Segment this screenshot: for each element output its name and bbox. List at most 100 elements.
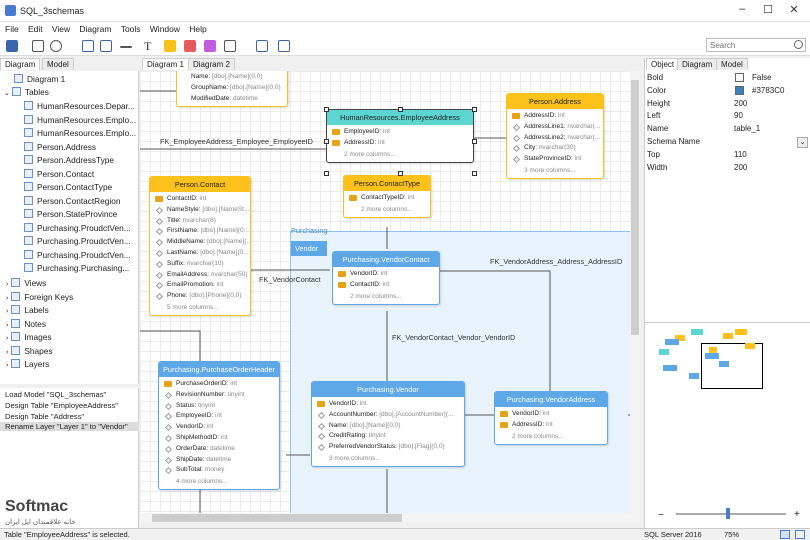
tree-table-item[interactable]: Purchasing.ProudctVen...: [24, 222, 131, 235]
color-swatch[interactable]: [735, 86, 744, 95]
more-columns[interactable]: 2 more columns...: [350, 292, 402, 300]
tree-table-item[interactable]: HumanResources.Emplo...: [24, 114, 136, 127]
search-input[interactable]: [706, 38, 806, 52]
column-row[interactable]: City: nvarchar(30): [507, 143, 603, 154]
pointer-icon[interactable]: [32, 40, 44, 52]
layout-icon[interactable]: [780, 530, 790, 539]
tree-table-item[interactable]: Person.AddressType: [24, 154, 114, 167]
tree-group-views[interactable]: ›Views: [6, 278, 47, 288]
column-row[interactable]: ShipMethodID: int: [159, 433, 279, 444]
property-row[interactable]: Schema Name: [647, 137, 700, 146]
more-columns[interactable]: 2 more columns...: [344, 150, 396, 158]
entity-title[interactable]: Person.Address: [507, 94, 603, 109]
column-row[interactable]: EmployeeID: int: [327, 127, 473, 138]
image-icon[interactable]: [184, 40, 196, 52]
column-row[interactable]: AddressLine1: nvarchar(...: [507, 122, 603, 133]
entity-title[interactable]: Purchasing.PurchaseOrderHeader: [159, 362, 279, 377]
fk-label[interactable]: FK_VendorContact_Vendor_VendorID: [392, 333, 516, 342]
column-row[interactable]: FirstName: [dbo].[Name](0...: [150, 226, 250, 237]
resize-handle[interactable]: [472, 139, 477, 144]
column-row[interactable]: GroupName: [dbo].[Name](0,0): [191, 83, 281, 91]
tab-diagram-1[interactable]: Diagram 1: [142, 58, 189, 70]
more-columns[interactable]: 3 more columns...: [524, 166, 576, 174]
column-row[interactable]: ContactTypeID: int: [344, 193, 430, 204]
tree-table-item[interactable]: Person.Contact: [24, 168, 94, 181]
tree-group-shapes[interactable]: ›Shapes: [6, 345, 53, 356]
overview-minimap[interactable]: [645, 322, 810, 497]
column-row[interactable]: CreditRating: tinyint: [312, 431, 464, 442]
zoom-slider-track[interactable]: [676, 513, 786, 515]
tab-diagram-right[interactable]: Diagram: [677, 58, 718, 70]
diagram-canvas[interactable]: Purchasing Vendor FK_EmployeeAddress_Emp…: [140, 71, 640, 513]
tree-table-item[interactable]: Person.ContactType: [24, 181, 112, 194]
column-row[interactable]: VendorID: int: [333, 269, 439, 280]
tree-table-item[interactable]: Purchasing.ProudctVen...: [24, 235, 131, 248]
menu-file[interactable]: File: [5, 24, 19, 34]
bold-checkbox[interactable]: [735, 73, 744, 82]
tree-group-foreign-keys[interactable]: ›Foreign Keys: [6, 291, 74, 302]
resize-handle[interactable]: [324, 171, 329, 176]
column-row[interactable]: AddressID: int: [507, 111, 603, 122]
tree-table-item[interactable]: Purchasing.Purchasing...: [24, 262, 129, 275]
column-row[interactable]: ContactID: int: [333, 280, 439, 291]
menu-window[interactable]: Window: [149, 24, 181, 34]
entity-title[interactable]: Purchasing.VendorContact: [333, 252, 439, 267]
column-row[interactable]: PreferredVendorStatus: [dbo].[Flag](0,0): [312, 442, 464, 453]
tree-group-images[interactable]: ›Images: [6, 332, 52, 342]
tree-table-item[interactable]: HumanResources.Depar...: [24, 100, 135, 113]
new-table-icon[interactable]: [82, 40, 94, 52]
column-row[interactable]: EmailAddress: nvarchar(50): [150, 270, 250, 281]
resize-handle[interactable]: [324, 107, 329, 112]
column-row[interactable]: AccountNumber: [dbo].[AccountNumber](...: [312, 410, 464, 421]
column-row[interactable]: ModifiedDate: datetime: [191, 94, 258, 102]
column-row[interactable]: EmployeeID: int: [159, 411, 279, 422]
layer-vendor-label[interactable]: Vendor: [291, 241, 327, 256]
tree-diagram1[interactable]: Diagram 1: [14, 73, 65, 86]
entity-title[interactable]: Purchasing.Vendor: [312, 382, 464, 397]
resize-handle[interactable]: [324, 139, 329, 144]
entity-title[interactable]: Purchasing.VendorAddress: [495, 392, 607, 407]
tab-object[interactable]: Object: [646, 58, 680, 70]
menu-edit[interactable]: Edit: [27, 24, 43, 34]
column-row[interactable]: PurchaseOrderID: int: [159, 379, 279, 390]
menu-tools[interactable]: Tools: [120, 24, 141, 34]
tree-table-item[interactable]: Person.Address: [24, 141, 96, 154]
column-row[interactable]: AddressLine2: nvarchar(...: [507, 133, 603, 144]
column-row[interactable]: ShipDate: datetime: [159, 455, 279, 466]
menu-diagram[interactable]: Diagram: [79, 24, 112, 34]
column-row[interactable]: Title: nvarchar(8): [150, 216, 250, 227]
column-row[interactable]: NameStyle: [dbo].[NameSt...: [150, 205, 250, 216]
column-row[interactable]: AddressID: int: [495, 420, 607, 431]
tree-table-item[interactable]: Person.ContactRegion: [24, 195, 120, 208]
tree-group-layers[interactable]: ›Layers: [6, 359, 50, 369]
column-row[interactable]: StateProvinceID: int: [507, 154, 603, 165]
export-icon[interactable]: [278, 40, 290, 52]
column-row[interactable]: VendorID: int: [495, 409, 607, 420]
zoom-slider-thumb[interactable]: [725, 508, 730, 519]
more-columns[interactable]: 2 more columns...: [512, 432, 564, 440]
menu-help[interactable]: Help: [189, 24, 207, 34]
tab-model-left[interactable]: Model: [42, 58, 74, 70]
split-view-icon[interactable]: [795, 530, 805, 539]
zoom-in-icon[interactable]: +: [794, 509, 800, 520]
vertical-scroll-thumb[interactable]: [631, 80, 639, 335]
column-row[interactable]: OrderDate: datetime: [159, 444, 279, 455]
tree-group-notes[interactable]: ›Notes: [6, 318, 47, 329]
minimap-viewport[interactable]: [701, 343, 763, 389]
shape-icon[interactable]: [204, 40, 216, 52]
more-columns[interactable]: 2 more columns...: [361, 205, 413, 213]
column-row[interactable]: Phone: [dbo].[Phone](0,0): [150, 291, 250, 302]
new-relation-icon[interactable]: [120, 46, 132, 48]
entity-title[interactable]: HumanResources.EmployeeAddress: [327, 110, 473, 125]
